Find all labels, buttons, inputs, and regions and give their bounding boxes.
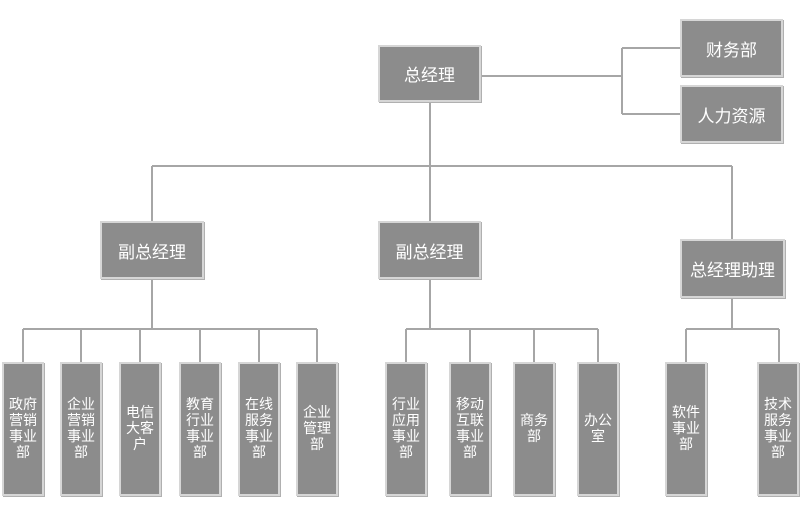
unit-box-mobile-internet: 移动互联事业部 (449, 362, 491, 496)
unit-box-gov-marketing: 政府营销事业部 (2, 362, 44, 496)
unit-box-industry-applications: 行业应用事业部 (385, 362, 427, 496)
finance-dept-box: 财务部 (680, 19, 783, 77)
hr-dept-box: 人力资源 (680, 85, 783, 143)
unit-box-online-services: 在线服务事业部 (238, 362, 280, 496)
unit-box-technical-services: 技术服务事业部 (757, 362, 799, 496)
general-manager-box: 总经理 (378, 45, 481, 102)
unit-box-office: 办公室 (577, 362, 619, 496)
unit-box-business: 商务部 (513, 362, 555, 496)
deputy-gm-left-box: 副总经理 (100, 221, 204, 279)
unit-box-education: 教育行业事业部 (179, 362, 221, 496)
unit-box-software: 软件事业部 (665, 362, 707, 496)
unit-box-enterprise-management: 企业管理部 (296, 362, 338, 496)
unit-box-telecom-accounts: 电信大客户 (119, 362, 161, 496)
unit-box-enterprise-marketing: 企业营销事业部 (60, 362, 102, 496)
gm-assistant-box: 总经理助理 (680, 239, 785, 298)
deputy-gm-middle-box: 副总经理 (378, 221, 481, 279)
